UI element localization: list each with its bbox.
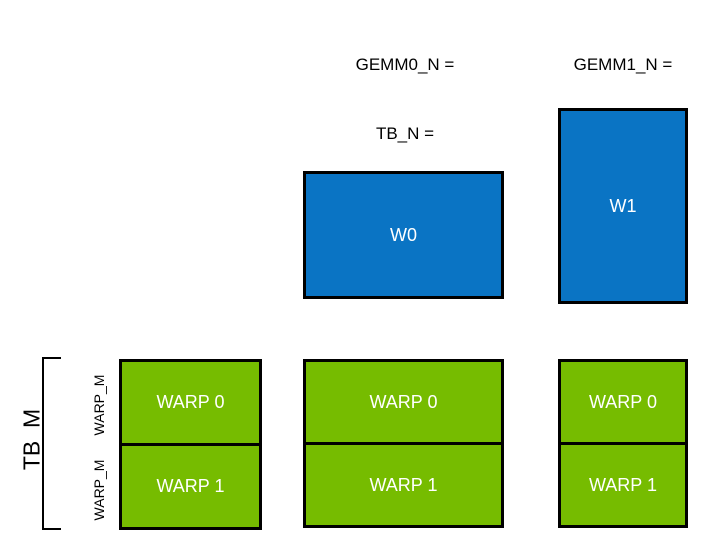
blue-box-w1-label: W1 xyxy=(609,195,637,216)
blue-box-w1: W1 xyxy=(558,108,688,304)
caption-gemm0-line1: GEMM0_N = xyxy=(355,55,455,74)
green-cell-middle-warp1-label: WARP 1 xyxy=(369,474,438,495)
green-cell-left-warp0: WARP 0 xyxy=(119,359,262,446)
blue-box-w0: W0 xyxy=(303,171,504,299)
green-cell-right-warp0: WARP 0 xyxy=(558,359,688,445)
green-cell-middle-warp0-label: WARP 0 xyxy=(369,391,438,412)
green-group-left: WARP 0 WARP 1 xyxy=(119,359,262,533)
blue-box-w0-label: W0 xyxy=(390,224,417,245)
green-cell-left-warp1: WARP 1 xyxy=(119,443,262,530)
green-cell-right-warp1-label: WARP 1 xyxy=(588,474,658,495)
green-cell-middle-warp0: WARP 0 xyxy=(303,359,504,445)
green-cell-right-warp1: WARP 1 xyxy=(558,442,688,528)
green-group-right: WARP 0 WARP 1 xyxy=(558,359,688,528)
caption-gemm1-line1: GEMM1_N = xyxy=(573,55,673,74)
caption-gemm0-line2: TB_N = xyxy=(375,124,435,143)
axis-label-warp-m-bottom: WARP_M xyxy=(91,459,107,521)
green-cell-right-warp0-label: WARP 0 xyxy=(588,391,658,412)
axis-label-tb-m: TB_M xyxy=(18,408,45,471)
green-group-middle: WARP 0 WARP 1 xyxy=(303,359,504,528)
axis-label-warp-m-top: WARP_M xyxy=(91,374,107,436)
green-cell-left-warp0-label: WARP 0 xyxy=(156,392,225,412)
green-cell-middle-warp1: WARP 1 xyxy=(303,442,504,528)
tb-m-bracket xyxy=(42,357,61,530)
green-cell-left-warp1-label: WARP 1 xyxy=(156,476,225,496)
